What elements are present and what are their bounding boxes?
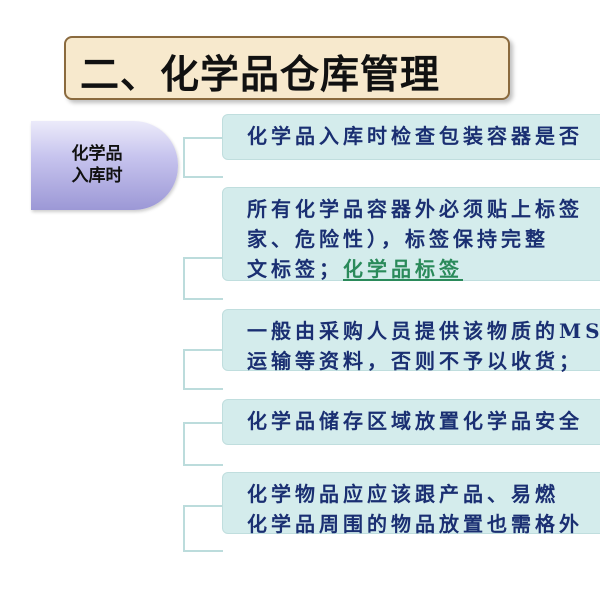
connector	[183, 349, 223, 390]
list-item: 所有化学品容器外必须贴上标签 家、危险性），标签保持完整 文标签；化学品标签	[222, 187, 600, 281]
connector	[183, 505, 223, 552]
item-text: 化学品周围的物品放置也需格外	[247, 512, 583, 536]
section-label-line1: 化学品	[71, 144, 123, 164]
section-tab[interactable]: 化学品 入库时	[31, 121, 178, 210]
item-text: 化学物品应应该跟产品、易燃	[247, 482, 559, 506]
list-item: 化学品储存区域放置化学品安全	[222, 399, 600, 445]
item-text: 运输等资料，否则不予以收货；	[247, 349, 583, 373]
connector	[183, 422, 223, 466]
page-title: 二、化学品仓库管理	[80, 53, 441, 98]
connector	[183, 257, 223, 300]
item-text: 家、危险性），标签保持完整	[247, 227, 549, 251]
list-item: 化学物品应应该跟产品、易燃 化学品周围的物品放置也需格外	[222, 472, 600, 536]
connector	[183, 137, 223, 178]
item-text: 一般由采购人员提供该物质的MS	[247, 319, 600, 343]
section-label-line2: 入库时	[71, 166, 123, 186]
item-text: 化学品储存区域放置化学品安全	[247, 409, 583, 433]
item-text: 所有化学品容器外必须贴上标签	[247, 197, 583, 221]
chemical-label-link[interactable]: 化学品标签	[343, 257, 463, 281]
list-item: 化学品入库时检查包装容器是否	[222, 114, 600, 160]
section-label: 化学品 入库时	[51, 143, 143, 187]
list-item: 一般由采购人员提供该物质的MS 运输等资料，否则不予以收货；	[222, 309, 600, 373]
item-text: 化学品入库时检查包装容器是否	[247, 124, 583, 148]
item-text: 文标签；	[247, 257, 343, 281]
title-banner: 二、化学品仓库管理	[64, 36, 510, 100]
